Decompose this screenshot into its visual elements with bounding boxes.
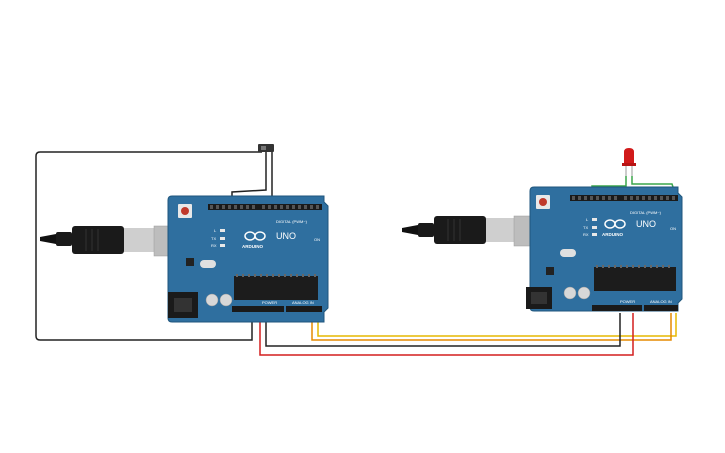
wire-red-power[interactable]: [259, 313, 634, 356]
arduino-board-right[interactable]: DIGITAL (PWM~) ARDUINO UNO ON L TX RX PO: [526, 186, 683, 312]
arduino-logo: [604, 219, 626, 229]
slide-switch[interactable]: [258, 144, 274, 152]
wire-black-ground[interactable]: [265, 313, 621, 347]
wire-orange[interactable]: [311, 313, 672, 341]
red-led[interactable]: [622, 148, 636, 176]
power-header-label: POWER: [262, 300, 277, 305]
led-l-label: L: [214, 228, 217, 233]
analog-header-label: ANALOG IN: [292, 300, 314, 305]
crystal: [200, 260, 216, 268]
model-label: UNO: [636, 219, 656, 229]
wire-yellow[interactable]: [317, 313, 677, 337]
microcontroller-chip: [234, 276, 318, 300]
on-label: ON: [314, 237, 320, 242]
digital-header-label: DIGITAL (PWM~): [630, 210, 662, 215]
crystal: [560, 249, 576, 257]
led-rx-label: RX: [583, 232, 589, 237]
digital-header-label: DIGITAL (PWM~): [276, 219, 308, 224]
brand-label: ARDUINO: [242, 244, 263, 249]
power-header-label: POWER: [620, 299, 635, 304]
led-rx-label: RX: [211, 243, 217, 248]
brand-label: ARDUINO: [602, 232, 623, 237]
reset-button[interactable]: [539, 198, 547, 206]
led-l-label: L: [586, 217, 589, 222]
arduino-board-left[interactable]: DIGITAL (PWM~) ARDUINO UNO ON L TX RX: [167, 195, 329, 323]
analog-header-label: ANALOG IN: [650, 299, 672, 304]
wires: [35, 151, 677, 356]
reset-button[interactable]: [181, 207, 189, 215]
arduino-logo: [244, 231, 266, 241]
model-label: UNO: [276, 231, 296, 241]
led-tx-label: TX: [211, 236, 216, 241]
led-tx-label: TX: [583, 225, 588, 230]
on-label: ON: [670, 226, 676, 231]
wire-black-loop[interactable]: [35, 151, 262, 341]
microcontroller-chip: [594, 267, 676, 291]
